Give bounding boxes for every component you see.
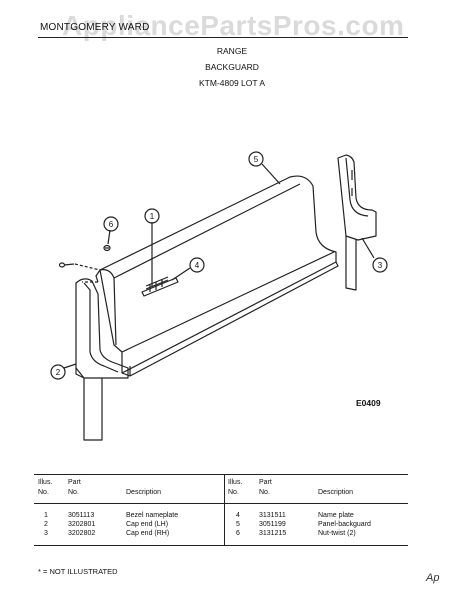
part-description: Name plate <box>318 512 354 519</box>
illus-number: 2 <box>44 521 48 528</box>
alignment-line <box>74 263 101 271</box>
callout-circle <box>372 257 388 273</box>
handwritten-mark: Ap <box>426 572 440 584</box>
leader-4 <box>171 267 191 281</box>
part-number: 3131511 <box>259 512 286 519</box>
part-description: Cap end (RH) <box>126 530 170 537</box>
table-bottom-rule <box>34 545 408 546</box>
callout-circle <box>50 364 66 380</box>
twist-nut <box>103 244 111 252</box>
part-description: Cap end (LH) <box>126 521 169 528</box>
header-no-left: No. <box>38 489 49 496</box>
leader-6 <box>107 229 111 245</box>
header-illus-right: Illus. <box>228 479 243 486</box>
header-no-right: No. <box>228 489 239 496</box>
callout-2: 2 <box>56 368 61 377</box>
right-end-cap <box>337 154 377 291</box>
figure-code: E0409 <box>356 398 381 408</box>
callout-circle <box>248 151 264 167</box>
callout-circle <box>189 257 205 273</box>
leader-5 <box>261 163 281 185</box>
screw <box>58 262 75 268</box>
illus-number: 6 <box>236 530 240 537</box>
part-number: 3051113 <box>68 512 95 519</box>
part-number: 3202801 <box>68 521 96 528</box>
header-part-left: Part <box>68 479 81 486</box>
watermark-text: AppliancePartsPros.com <box>62 10 405 41</box>
header-illus-left: Illus. <box>38 479 53 486</box>
leader-3 <box>361 237 375 259</box>
illus-number: 1 <box>44 512 48 519</box>
callout-4: 4 <box>195 261 200 270</box>
header-description-left: Description <box>126 489 162 496</box>
part-number: 3051199 <box>259 521 286 528</box>
illus-number: 5 <box>236 521 240 528</box>
part-description: Bezel nameplate <box>126 512 179 519</box>
part-description: Nut-twist (2) <box>318 530 356 537</box>
callout-circle <box>144 208 160 224</box>
model-number: KTM-4809 LOT A <box>199 78 265 88</box>
illus-number: 3 <box>44 530 48 537</box>
bezel-nameplate <box>141 276 179 297</box>
header-part-right: Part <box>259 479 272 486</box>
page-title: RANGE <box>216 46 248 56</box>
leader-2 <box>63 363 77 369</box>
illus-number: 4 <box>236 512 240 519</box>
header-description-right: Description <box>318 489 354 496</box>
callout-6: 6 <box>109 220 114 229</box>
part-description: Panel-backguard <box>318 521 371 528</box>
part-number: 3202802 <box>68 530 96 537</box>
callout-1: 1 <box>150 212 155 221</box>
header-rule <box>38 37 408 38</box>
left-end-cap <box>75 278 129 441</box>
table-header-rule <box>34 503 408 504</box>
table-divider <box>224 474 225 545</box>
page-subtitle: BACKGUARD <box>205 62 259 72</box>
callout-3: 3 <box>378 261 383 270</box>
part-number: 3131215 <box>259 530 287 537</box>
header-partno-right: No. <box>259 489 270 496</box>
backguard-panel <box>95 175 339 377</box>
table-top-rule <box>34 474 408 475</box>
header-partno-left: No. <box>68 489 79 496</box>
callout-5: 5 <box>254 155 259 164</box>
footnote: * = NOT ILLUSTRATED <box>38 567 118 576</box>
callout-circle <box>103 216 119 232</box>
brand-name: MONTGOMERY WARD <box>40 22 150 33</box>
